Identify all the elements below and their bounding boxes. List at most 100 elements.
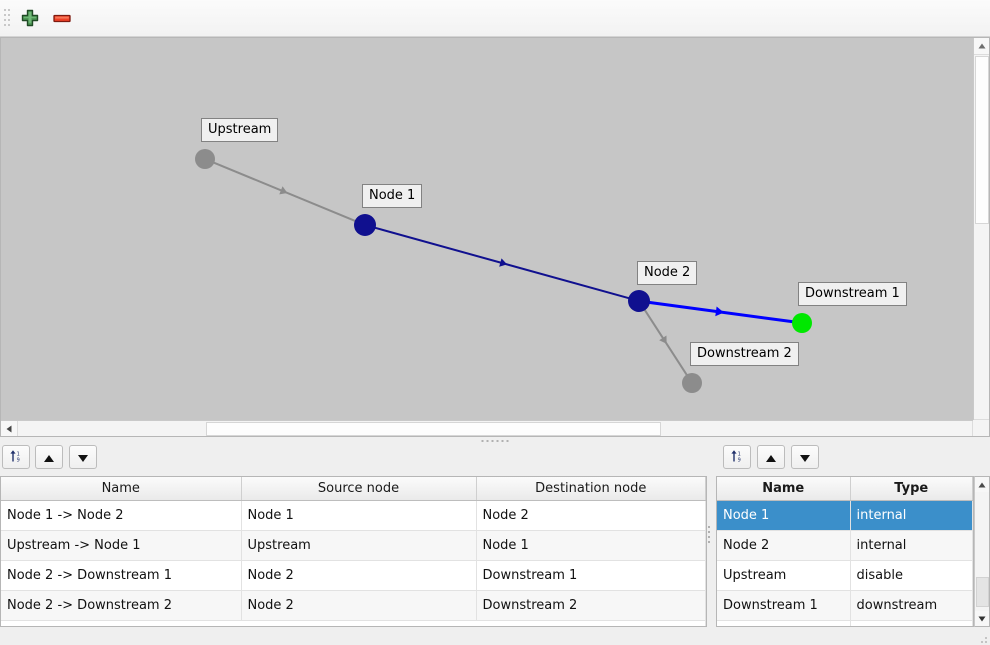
nodes-cell-name[interactable]: Node 1 (717, 500, 851, 531)
edges-toolbar: 1 9 (0, 445, 707, 473)
edges-column-source[interactable]: Source node (241, 477, 477, 501)
sort-icon: 1 9 (9, 448, 23, 467)
scroll-down-arrow-icon[interactable] (975, 611, 989, 626)
svg-text:1: 1 (738, 451, 741, 457)
nodes-cell-name[interactable]: Node 2 (717, 530, 851, 561)
window-resize-grip[interactable] (977, 633, 987, 643)
nodes-move-up-button[interactable] (757, 445, 785, 469)
graph-node-label-node2[interactable]: Node 2 (637, 261, 698, 285)
graph-node-label-upstream[interactable]: Upstream (201, 118, 279, 142)
edges-table: Name Source node Destination node Node 1… (1, 477, 706, 626)
nodes-column-type[interactable]: Type (850, 477, 973, 501)
scroll-left-arrow-icon[interactable] (1, 421, 18, 436)
triangle-up-icon (43, 448, 55, 467)
nodes-scroll-thumb[interactable] (976, 577, 989, 607)
vertical-splitter[interactable] (707, 445, 711, 627)
edges-cell-source-node[interactable]: Upstream (241, 530, 477, 561)
splitter-grip (481, 440, 509, 442)
scroll-up-arrow-icon[interactable] (975, 477, 989, 492)
minus-icon (51, 8, 73, 32)
graph-node-node1[interactable] (354, 214, 376, 236)
edges-table-empty-row (1, 620, 706, 626)
nodes-empty-cell-name (717, 620, 851, 626)
edges-cell-source-node[interactable]: Node 1 (241, 500, 477, 531)
nodes-cell-name[interactable]: Upstream (717, 560, 851, 591)
edges-cell-name[interactable]: Node 2 -> Downstream 2 (1, 590, 242, 621)
nodes-cell-type[interactable]: downstream (850, 590, 973, 621)
svg-text:9: 9 (738, 457, 741, 462)
svg-text:9: 9 (17, 457, 20, 462)
edges-move-up-button[interactable] (35, 445, 63, 469)
edges-cell-source-node[interactable]: Node 2 (241, 560, 477, 591)
graph-edge-arrow-node2-downstream2 (659, 335, 667, 344)
nodes-column-name[interactable]: Name (717, 477, 851, 501)
graph-edge-arrow-node1-node2 (499, 258, 508, 267)
graph-horizontal-scrollbar[interactable] (1, 420, 989, 436)
edges-column-name[interactable]: Name (1, 477, 242, 501)
edges-cell-name[interactable]: Node 1 -> Node 2 (1, 500, 242, 531)
edges-cell-destination-node[interactable]: Downstream 2 (476, 590, 706, 621)
graph-edge-arrow-node2-downstream1 (715, 306, 724, 317)
graph-node-upstream[interactable] (195, 149, 215, 169)
graph-node-label-downstream1[interactable]: Downstream 1 (798, 282, 907, 306)
add-node-button[interactable] (16, 6, 44, 34)
edges-move-down-button[interactable] (69, 445, 97, 469)
triangle-down-icon (799, 448, 811, 467)
edges-cell-destination-node[interactable]: Downstream 1 (476, 560, 706, 591)
svg-text:1: 1 (17, 451, 20, 457)
nodes-move-down-button[interactable] (791, 445, 819, 469)
toolbar-drag-handle[interactable] (4, 9, 10, 29)
nodes-cell-type[interactable]: disable (850, 560, 973, 591)
nodes-cell-type[interactable]: internal (850, 500, 973, 531)
edges-cell-destination-node[interactable]: Node 2 (476, 500, 706, 531)
nodes-table-scrollbar[interactable] (974, 476, 990, 627)
nodes-table-header-row: Name Type (717, 477, 973, 501)
graph-edge-arrow-upstream-node1 (279, 186, 288, 195)
graph-node-label-downstream2[interactable]: Downstream 2 (690, 342, 799, 366)
graph-vertical-scrollbar[interactable] (973, 38, 989, 436)
graph-svg (195, 149, 812, 393)
sort-icon: 1 9 (730, 448, 744, 467)
edges-sort-button[interactable]: 1 9 (2, 445, 30, 469)
delete-node-button[interactable] (48, 6, 76, 34)
main-toolbar (0, 0, 990, 37)
edges-cell-destination-node[interactable]: Node 1 (476, 530, 706, 561)
edges-pane: 1 9 Name (0, 445, 707, 627)
nodes-cell-type[interactable]: internal (850, 530, 973, 561)
edges-table-header-row: Name Source node Destination node (1, 477, 706, 501)
scrollbar-corner (973, 420, 989, 436)
edges-cell-source-node[interactable]: Node 2 (241, 590, 477, 621)
nodes-sort-button[interactable]: 1 9 (723, 445, 751, 469)
edges-table-container[interactable]: Name Source node Destination node Node 1… (0, 476, 707, 627)
plus-icon (20, 8, 40, 32)
scroll-up-arrow-icon[interactable] (974, 38, 989, 55)
edges-column-destination[interactable]: Destination node (476, 477, 706, 501)
edges-cell-name[interactable]: Node 2 -> Downstream 1 (1, 560, 242, 591)
horizontal-splitter[interactable] (0, 437, 990, 445)
graph-vscroll-thumb[interactable] (975, 56, 989, 224)
graph-node-downstream1[interactable] (792, 313, 812, 333)
graph-node-downstream2[interactable] (682, 373, 702, 393)
nodes-cell-name[interactable]: Downstream 1 (717, 590, 851, 621)
graph-node-label-node1[interactable]: Node 1 (362, 184, 423, 208)
graph-node-node2[interactable] (628, 290, 650, 312)
graph-hscroll-thumb[interactable] (206, 422, 661, 436)
edges-empty-cell (1, 620, 706, 626)
nodes-toolbar: 1 9 (711, 445, 990, 473)
edges-cell-name[interactable]: Upstream -> Node 1 (1, 530, 242, 561)
